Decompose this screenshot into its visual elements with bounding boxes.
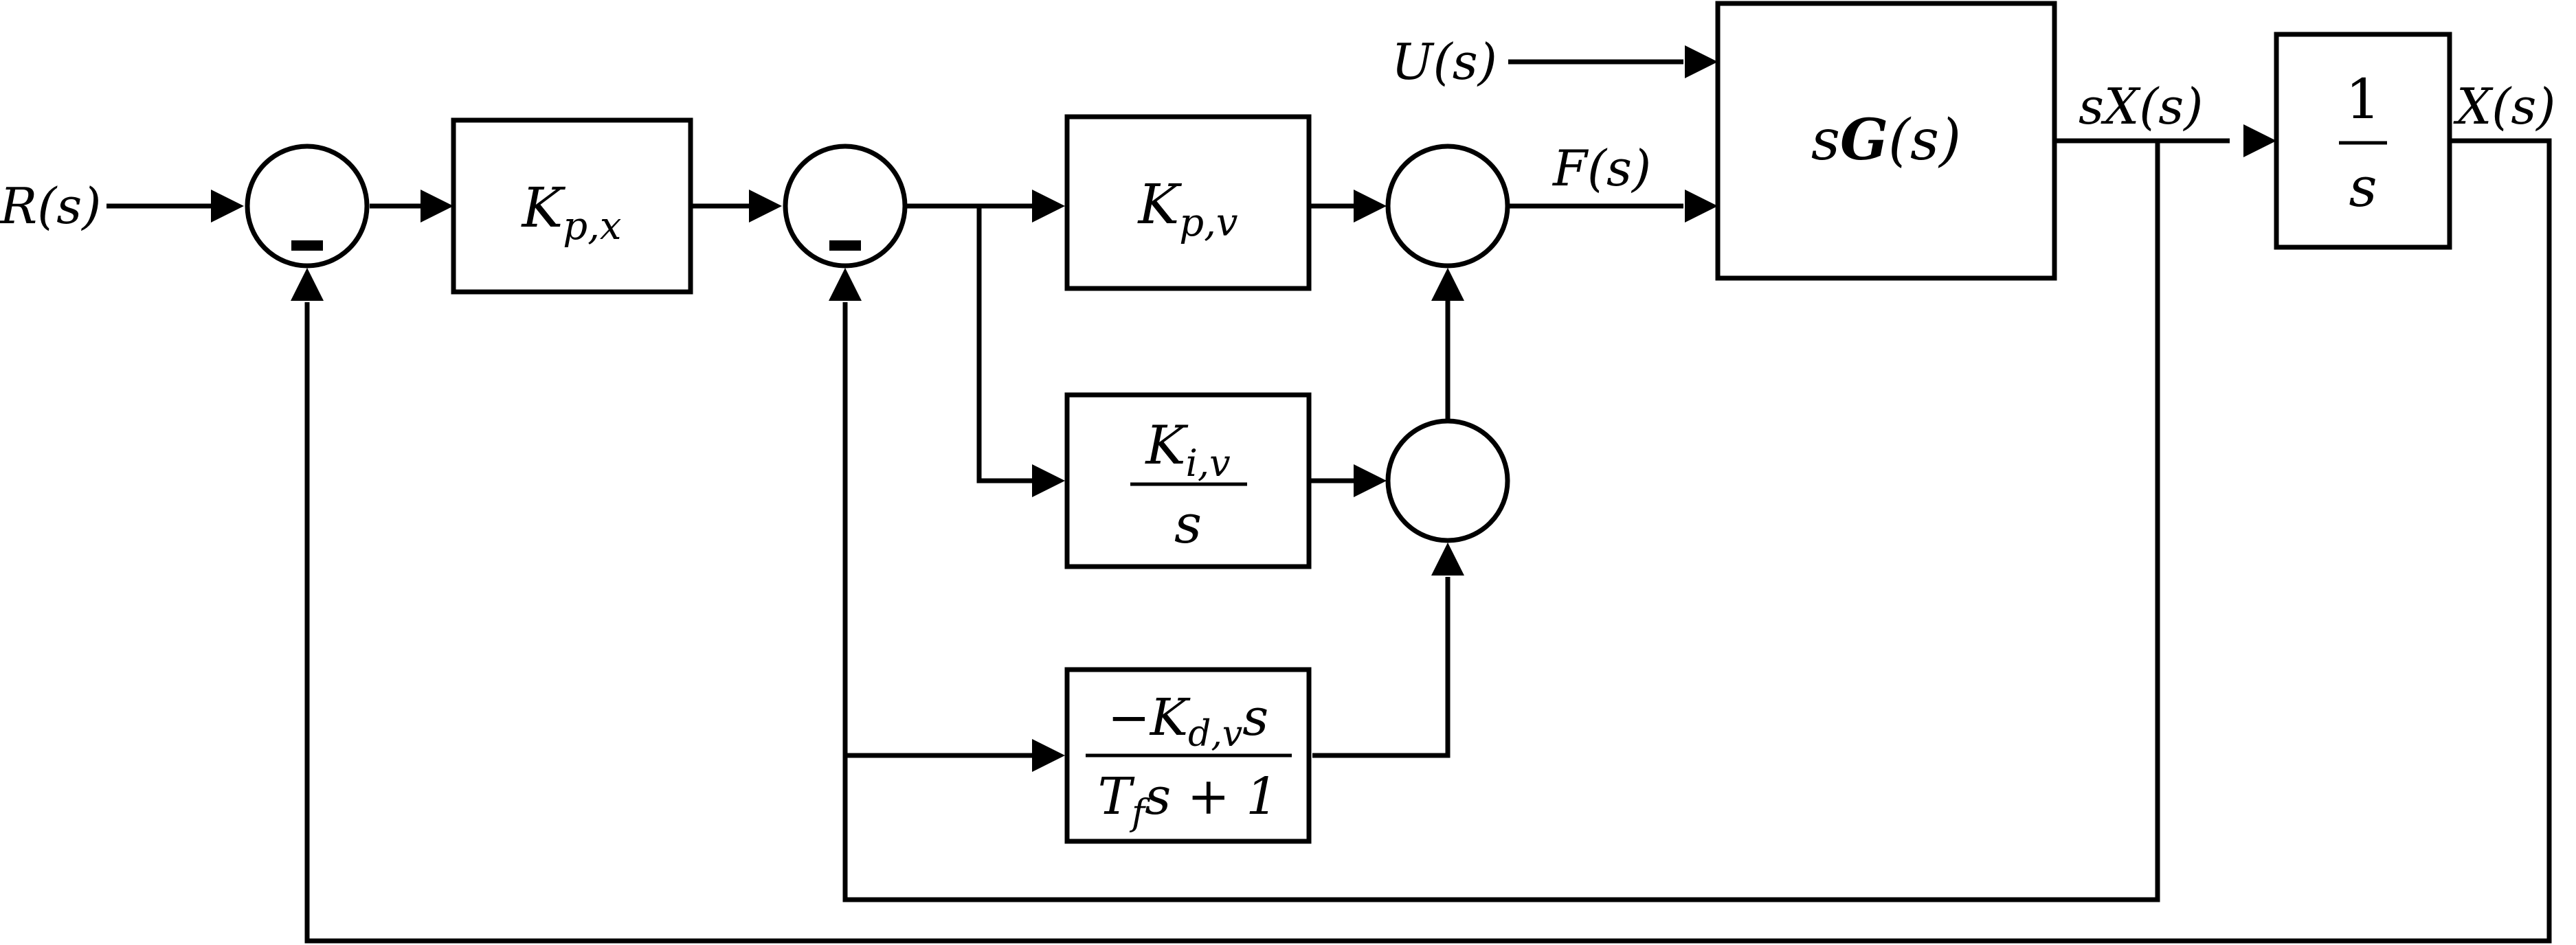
kpx-base: K bbox=[521, 176, 566, 240]
arrowhead bbox=[1431, 268, 1464, 301]
minus-sign bbox=[291, 240, 323, 251]
kdv-den-base: T bbox=[1098, 767, 1135, 826]
arrowhead bbox=[749, 190, 782, 223]
svg-text:Kp,x: Kp,x bbox=[521, 176, 622, 249]
signal-label-sx: sX(s) bbox=[2079, 78, 2203, 135]
minus-sign bbox=[829, 240, 861, 251]
svg-text:sG(s): sG(s) bbox=[1811, 107, 1961, 173]
wire-inner-feedback bbox=[842, 141, 2160, 902]
svg-text:−Kd,vs: −Kd,vs bbox=[1108, 688, 1269, 755]
arrowhead bbox=[1032, 464, 1065, 497]
kpv-sub: p,v bbox=[1179, 201, 1238, 245]
arrowhead bbox=[1354, 464, 1387, 497]
block-integrator: 1 s bbox=[2274, 32, 2452, 250]
summing-junction-force bbox=[1385, 144, 1510, 269]
kdv-num-base: K bbox=[1149, 688, 1191, 747]
svg-text:Kp,v: Kp,v bbox=[1136, 172, 1237, 245]
summing-junction-ki-kd bbox=[1385, 418, 1510, 543]
plant-post: (s) bbox=[1888, 108, 1961, 173]
summing-junction-outer bbox=[245, 144, 370, 269]
kdv-num-sign: − bbox=[1108, 688, 1150, 747]
kiv-den: s bbox=[1174, 494, 1202, 556]
integrator-den: s bbox=[2349, 155, 2377, 219]
arrowhead bbox=[421, 190, 453, 223]
arrowhead bbox=[1685, 45, 1718, 78]
arrowhead bbox=[1032, 190, 1065, 223]
kdv-num-sub: d,v bbox=[1188, 714, 1242, 755]
arrowhead bbox=[1685, 190, 1718, 223]
wire-branch-to-kiv bbox=[976, 206, 1034, 483]
kiv-num-base: K bbox=[1144, 415, 1189, 477]
block-kdv: −Kd,vs Tfs + 1 bbox=[1064, 667, 1312, 844]
svg-text:Ki,v: Ki,v bbox=[1144, 415, 1230, 485]
kdv-den-tail: s + 1 bbox=[1145, 767, 1278, 826]
kdv-num-tail: s bbox=[1242, 688, 1268, 747]
svg-text:Tfs + 1: Tfs + 1 bbox=[1098, 767, 1279, 834]
block-kiv: Ki,v s bbox=[1064, 392, 1312, 569]
block-kpv: Kp,v bbox=[1064, 114, 1312, 291]
integrator-num: 1 bbox=[2346, 67, 2381, 131]
block-kpx: Kp,x bbox=[451, 117, 693, 295]
plant-mid: G bbox=[1840, 107, 1888, 173]
signal-label-r: R(s) bbox=[0, 177, 101, 235]
arrowhead bbox=[1032, 739, 1065, 772]
wire-outer-feedback bbox=[304, 138, 2552, 944]
kpv-base: K bbox=[1136, 172, 1182, 236]
arrowhead bbox=[291, 268, 324, 301]
arrowhead bbox=[2243, 124, 2276, 157]
signal-label-f: F(s) bbox=[1552, 139, 1651, 197]
wire-kdv-to-sum4 bbox=[1312, 577, 1451, 758]
arrowhead bbox=[829, 268, 862, 301]
kpx-sub: p,x bbox=[563, 204, 621, 249]
signal-label-u: U(s) bbox=[1391, 33, 1497, 91]
block-plant: sG(s) bbox=[1715, 1, 2057, 281]
arrowhead bbox=[1354, 190, 1387, 223]
kiv-num-sub: i,v bbox=[1186, 442, 1231, 485]
arrowhead bbox=[1431, 543, 1464, 576]
plant-pre: s bbox=[1811, 108, 1840, 173]
arrowhead bbox=[211, 190, 244, 223]
signal-label-x: X(s) bbox=[2453, 78, 2555, 135]
summing-junction-inner bbox=[783, 144, 908, 269]
